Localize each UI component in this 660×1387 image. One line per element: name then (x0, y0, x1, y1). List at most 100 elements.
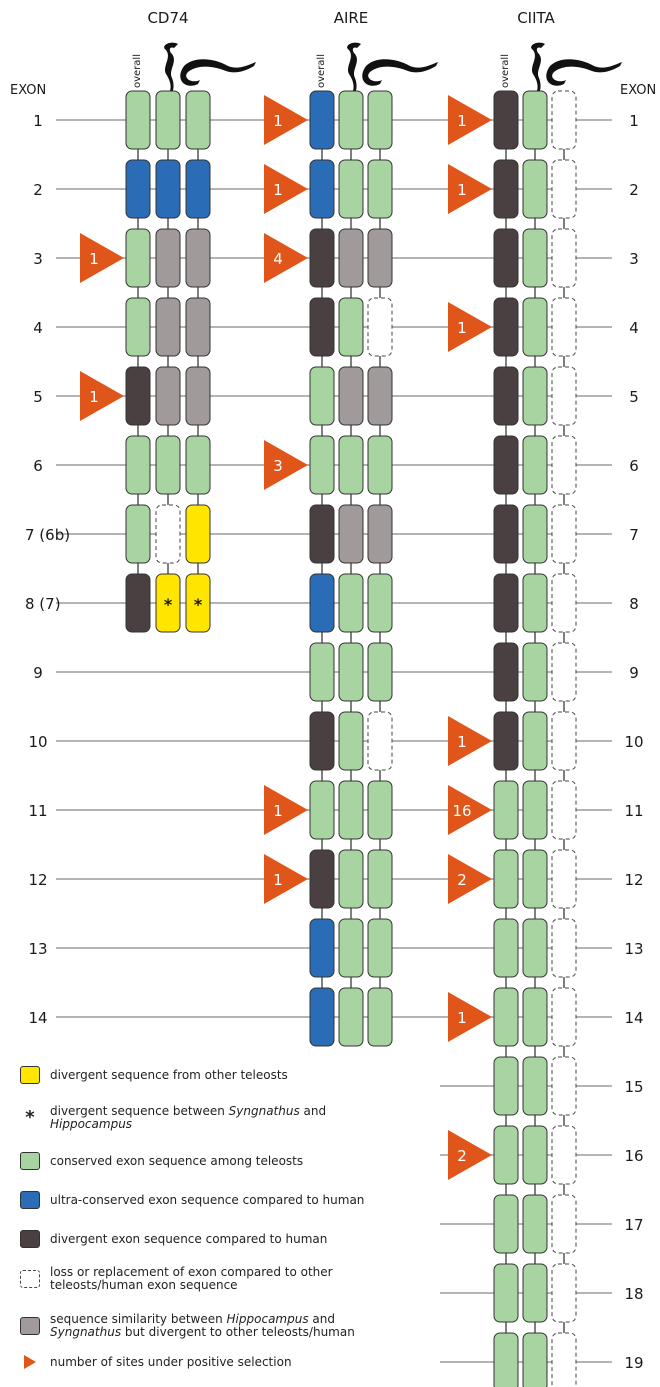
exon-header-right: EXON (620, 83, 656, 98)
selection-triangle (448, 992, 492, 1042)
selection-site-count: 1 (457, 112, 467, 130)
exon-box-lost (551, 573, 577, 633)
exon-box-green (125, 90, 151, 150)
selection-site-count: 1 (273, 802, 283, 820)
legend-yellow-text: divergent sequence from other teleosts (50, 1067, 288, 1082)
legend-dark-text: divergent exon sequence compared to huma… (50, 1231, 328, 1246)
asterisk-icon: * (164, 595, 173, 614)
exon-number-right: 6 (629, 457, 639, 475)
selection-triangle (448, 854, 492, 904)
exon-number-right: 12 (624, 871, 643, 889)
selection-site-count: 1 (457, 733, 467, 751)
exon-number-right: 2 (629, 181, 639, 199)
exon-box-green (338, 435, 364, 495)
exon-box-dark (493, 504, 519, 564)
legend-blue: ultra-conserved exon sequence compared t… (20, 1191, 440, 1209)
exon-number-left: 5 (33, 388, 43, 406)
exon-box-grey (185, 297, 211, 357)
exon-box-dark (125, 573, 151, 633)
legend-grey-pre: sequence similarity between (50, 1312, 227, 1326)
exon-box-green (125, 435, 151, 495)
selection-triangle (264, 854, 308, 904)
exon-number-left: 1 (33, 112, 43, 130)
exon-box-green (522, 1194, 548, 1254)
exon-box-lost (551, 435, 577, 495)
exon-box-blue (155, 159, 181, 219)
exon-box-green (522, 987, 548, 1047)
exon-box-green (493, 1194, 519, 1254)
legend-yellow: divergent sequence from other teleosts (20, 1066, 440, 1084)
exon-box-blue (309, 90, 335, 150)
selection-triangle (80, 371, 124, 421)
exon-box-green (493, 1332, 519, 1387)
exon-number-right: 8 (629, 595, 639, 613)
exon-box-dark (493, 228, 519, 288)
exon-number-right: 19 (624, 1354, 643, 1372)
exon-number-left: 2 (33, 181, 43, 199)
exon-box-lost (367, 711, 393, 771)
exon-box-green (367, 573, 393, 633)
exon-box-green (367, 780, 393, 840)
exon-box-lost (551, 711, 577, 771)
legend-green: conserved exon sequence among teleosts (20, 1152, 440, 1170)
exon-box-green (338, 711, 364, 771)
exon-box-green (338, 642, 364, 702)
exon-box-green (367, 90, 393, 150)
exon-box-green (338, 849, 364, 909)
exon-box-lost (551, 228, 577, 288)
selection-site-count: 1 (457, 181, 467, 199)
legend-star-pre: divergent sequence between (50, 1104, 229, 1118)
exon-box-blue (185, 159, 211, 219)
selection-triangle (448, 164, 492, 214)
exon-box-grey (367, 366, 393, 426)
legend-star-genus-2: Hippocampus (50, 1117, 133, 1131)
exon-box-grey (338, 366, 364, 426)
exon-number-right: 14 (624, 1009, 643, 1027)
exon-box-grey (155, 228, 181, 288)
exon-number-right: 1 (629, 112, 639, 130)
selection-site-count: 1 (273, 181, 283, 199)
exon-box-green (522, 1056, 548, 1116)
legend-grey-swatch (20, 1317, 40, 1335)
exon-box-green (367, 849, 393, 909)
legend-dashed-text: loss or replacement of exon compared to … (50, 1266, 333, 1292)
exon-box-green (522, 228, 548, 288)
exon-number-right: 3 (629, 250, 639, 268)
legend-yellow-swatch (20, 1066, 40, 1084)
exon-box-green (125, 228, 151, 288)
exon-box-grey (185, 366, 211, 426)
pipefish-icon (546, 59, 622, 86)
exon-box-green (338, 987, 364, 1047)
exon-box-green (522, 849, 548, 909)
exon-box-green (522, 780, 548, 840)
legend-dashed-line-1: loss or replacement of exon compared to … (50, 1265, 333, 1279)
exon-number-right: 11 (624, 802, 643, 820)
selection-site-count: 2 (457, 1147, 467, 1165)
exon-box-grey (185, 228, 211, 288)
selection-triangle (448, 716, 492, 766)
exon-number-left: 6 (33, 457, 43, 475)
exon-box-green (155, 90, 181, 150)
legend-triangle: number of sites under positive selection (20, 1355, 440, 1369)
exon-box-grey (155, 366, 181, 426)
exon-number-left: 7 (6b) (25, 526, 70, 544)
exon-box-yellow (155, 573, 181, 633)
exon-box-grey (155, 297, 181, 357)
legend-star-genus-1: Syngnathus (228, 1104, 300, 1118)
legend-blue-text: ultra-conserved exon sequence compared t… (50, 1192, 365, 1207)
exon-box-green (493, 1125, 519, 1185)
exon-box-green (493, 1056, 519, 1116)
pipefish-icon (362, 59, 438, 86)
exon-box-green (309, 642, 335, 702)
exon-box-green (522, 297, 548, 357)
exon-box-green (367, 159, 393, 219)
exon-box-green (522, 1332, 548, 1387)
triangle-icon (24, 1355, 36, 1369)
exon-box-dark (309, 504, 335, 564)
exon-box-dark (493, 573, 519, 633)
exon-box-blue (309, 159, 335, 219)
legend-dashed: loss or replacement of exon compared to … (20, 1266, 440, 1292)
exon-number-right: 7 (629, 526, 639, 544)
exon-box-dark (493, 711, 519, 771)
legend-green-text: conserved exon sequence among teleosts (50, 1153, 304, 1168)
